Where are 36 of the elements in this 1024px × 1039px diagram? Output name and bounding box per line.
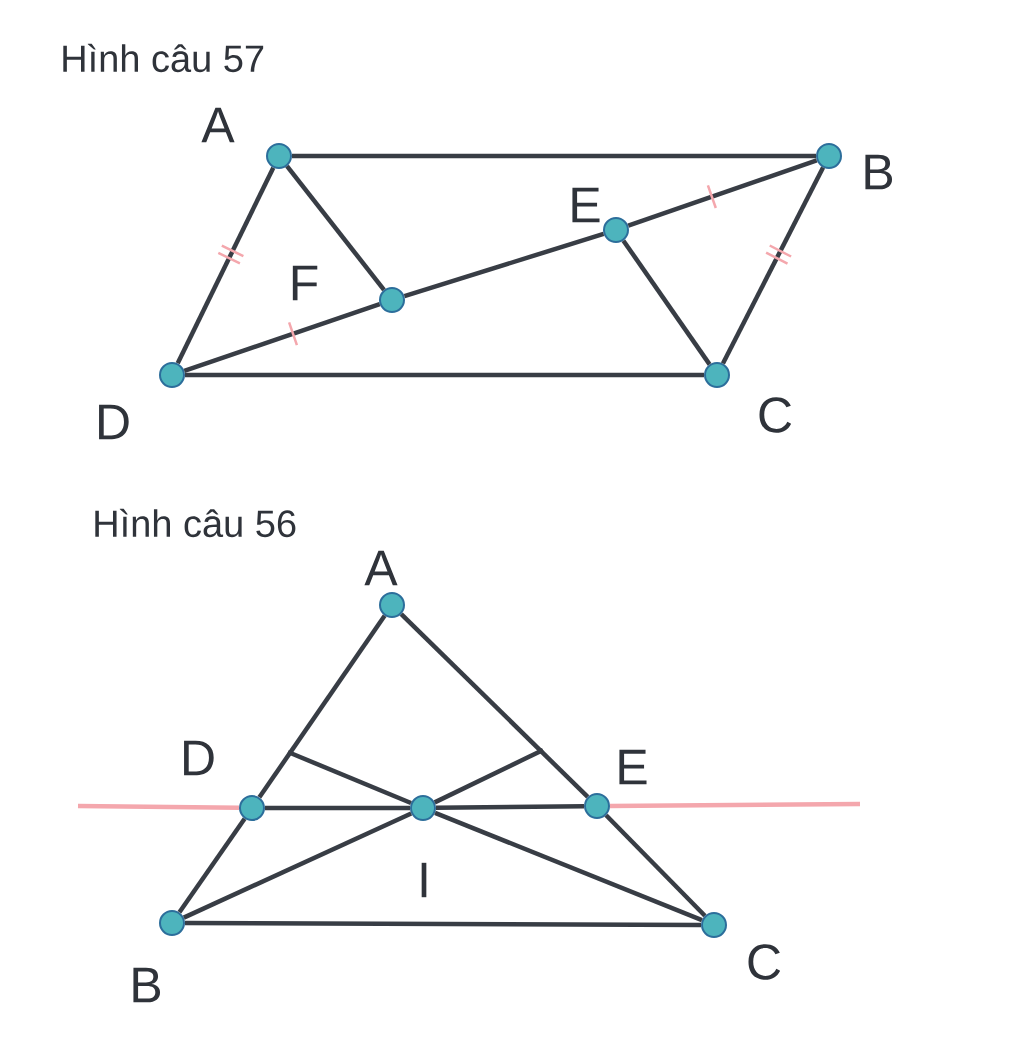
line-segment [292, 153, 816, 159]
figure-title: Hình câu 57 [63, 43, 264, 73]
point-label: C [759, 397, 792, 433]
line-segment [604, 813, 707, 918]
point-label: E [572, 187, 600, 223]
line-segment [433, 748, 544, 805]
line-segment [183, 302, 381, 373]
figure-title: Hình câu 56 [95, 508, 296, 538]
point-label: C [748, 944, 781, 980]
line-segment [177, 817, 247, 914]
line-segment [285, 164, 386, 292]
extension-line [610, 801, 860, 809]
line-segment [257, 614, 387, 799]
line-segment [175, 166, 276, 365]
line-segment [287, 749, 412, 806]
point-label: D [184, 740, 214, 776]
point-label: B [133, 967, 161, 1003]
line-segment [621, 239, 712, 366]
line-segment [720, 166, 826, 365]
line-segment [182, 811, 413, 920]
line-segment [627, 158, 818, 228]
line-segment [265, 805, 410, 811]
point-label: A [201, 107, 235, 143]
point-label: D [99, 404, 129, 440]
extension-line [77, 803, 240, 811]
point-label: I [421, 862, 427, 898]
line-segment [435, 803, 585, 811]
point-label: A [364, 550, 398, 586]
line-segment [399, 612, 590, 799]
point-label: E [619, 749, 647, 785]
line-segment [403, 231, 605, 299]
line-segment [185, 920, 701, 928]
point-label: F [292, 265, 318, 301]
line-segment [434, 810, 703, 923]
point-label: B [865, 154, 893, 190]
line-segment [185, 372, 704, 378]
